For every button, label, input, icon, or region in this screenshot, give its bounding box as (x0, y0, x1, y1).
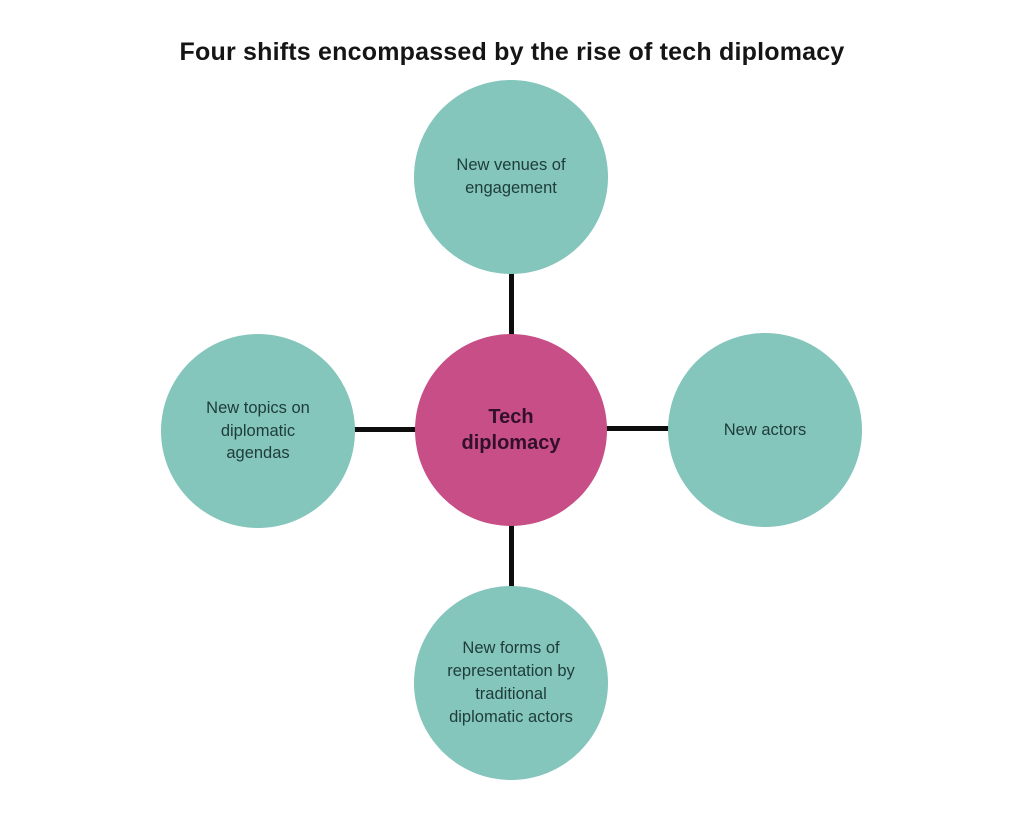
connector-bottom (509, 500, 514, 620)
node-label: New actors (723, 420, 807, 439)
node-new-actors: New actors (668, 333, 862, 527)
node-label: New forms of representation by tradition… (447, 639, 575, 726)
node-label: New topics on diplomatic agendas (206, 398, 310, 463)
node-label: New venues of engagement (456, 156, 566, 197)
node-new-topics: New topics on diplomatic agendas (161, 334, 355, 528)
center-node-label: Tech diplomacy (461, 406, 561, 454)
node-new-venues: New venues of engagement (414, 80, 608, 274)
connector-left (290, 427, 440, 432)
connector-right (585, 426, 735, 431)
node-tech-diplomacy: Tech diplomacy (415, 334, 607, 526)
connector-top (509, 240, 514, 360)
node-new-forms: New forms of representation by tradition… (414, 586, 608, 780)
diagram-title: Four shifts encompassed by the rise of t… (179, 38, 845, 66)
